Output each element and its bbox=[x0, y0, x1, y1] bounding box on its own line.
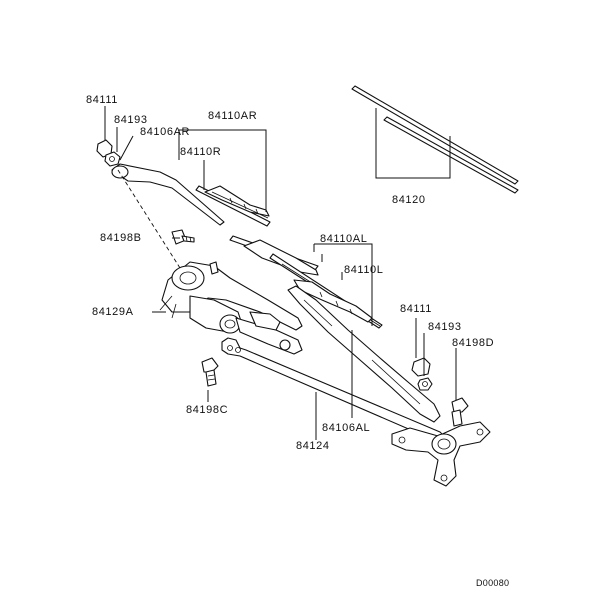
label-84110al: 84110AL bbox=[320, 233, 368, 245]
cap-and-nut-top bbox=[96, 139, 121, 167]
label-84106al: 84106AL bbox=[322, 422, 371, 434]
label-84193-top: 84193 bbox=[114, 114, 148, 126]
label-84120: 84120 bbox=[392, 194, 426, 206]
bolt-84198c bbox=[201, 357, 219, 387]
label-84111-right: 84111 bbox=[400, 303, 432, 315]
label-84198d: 84198D bbox=[452, 337, 495, 349]
pivot-bracket-left bbox=[391, 421, 491, 487]
bolt-84198d bbox=[451, 397, 469, 427]
label-84110l: 84110L bbox=[344, 264, 384, 276]
wiper-arm-right bbox=[111, 163, 225, 226]
label-84111-top: 84111 bbox=[86, 94, 118, 106]
label-84110r: 84110R bbox=[180, 146, 222, 158]
label-84124: 84124 bbox=[296, 440, 330, 452]
alignment-dash-line bbox=[117, 169, 181, 269]
bolt-84198b bbox=[171, 229, 195, 245]
wiper-motor-linkage bbox=[159, 261, 303, 355]
wiper-blade-right bbox=[195, 185, 271, 227]
wiper-blade-left bbox=[229, 235, 383, 329]
label-84198c: 84198C bbox=[186, 404, 229, 416]
cap-and-nut-right bbox=[411, 357, 433, 391]
leader-lines bbox=[104, 106, 457, 440]
label-84198b: 84198B bbox=[100, 232, 142, 244]
wiper-arm-left bbox=[287, 285, 441, 423]
wiper-rubber-strips bbox=[351, 85, 519, 194]
label-84193-right: 84193 bbox=[428, 321, 462, 333]
diagram-code: D00080 bbox=[476, 578, 510, 588]
label-84106ar: 84106AR bbox=[140, 126, 191, 138]
label-84110ar: 84110AR bbox=[208, 110, 258, 122]
label-84129a: 84129A bbox=[92, 306, 134, 318]
